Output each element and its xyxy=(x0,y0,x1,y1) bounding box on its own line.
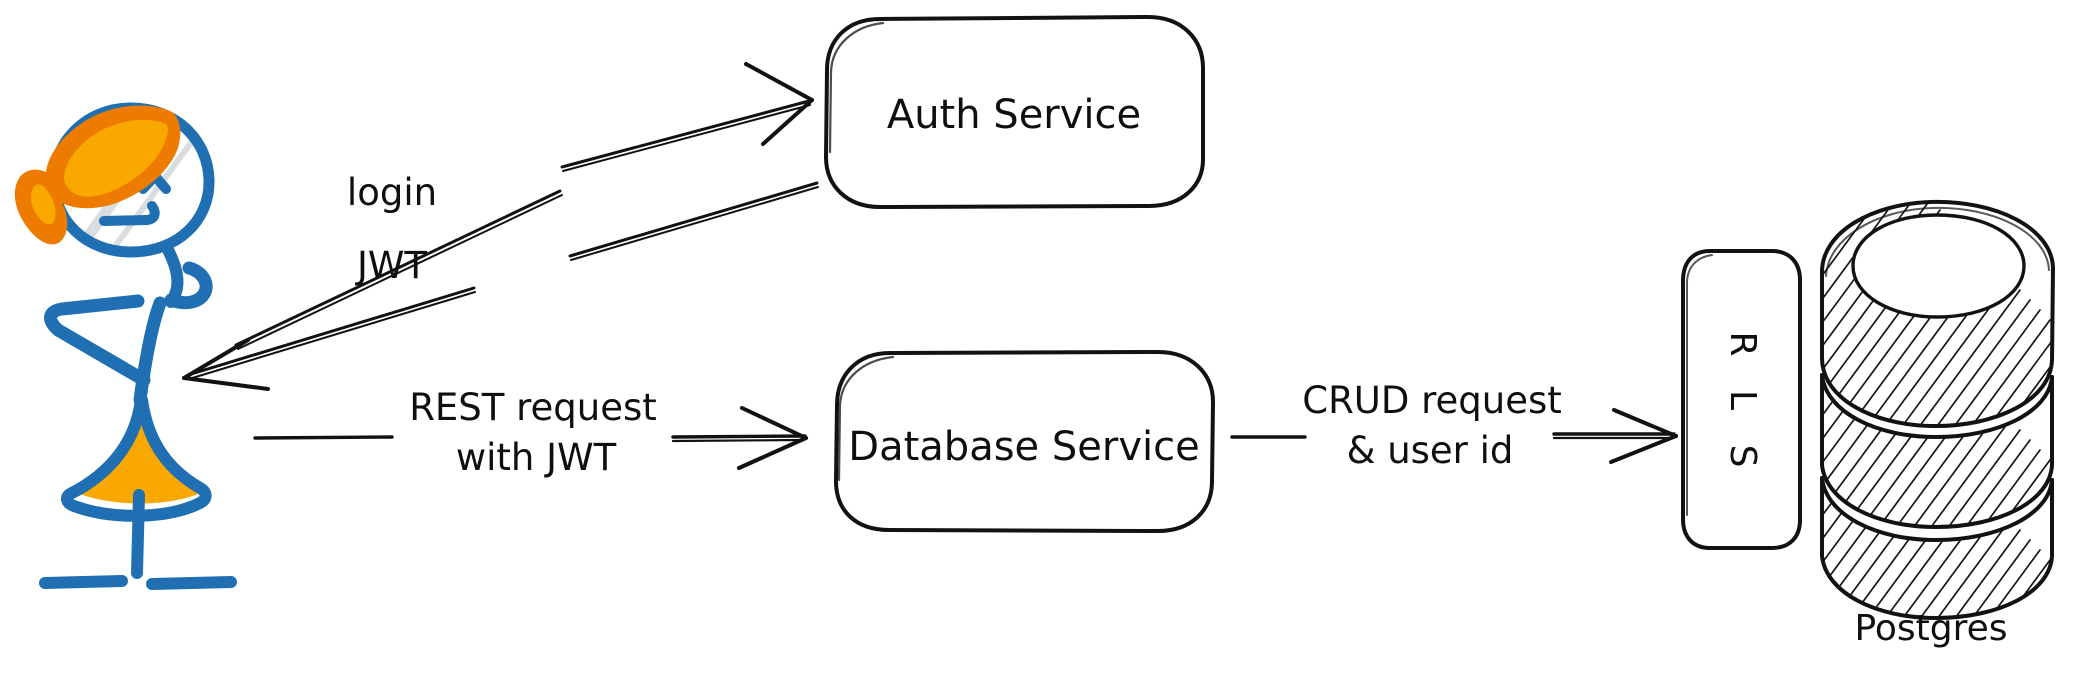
edge-jwt-label: JWT xyxy=(355,244,427,287)
edge-login-label: login xyxy=(347,171,437,214)
edge-crud-label-line1: CRUD request xyxy=(1302,379,1562,422)
mouth xyxy=(99,201,160,226)
rls-letter-r: R xyxy=(1722,331,1763,356)
postgres-disc-top-hatch xyxy=(1822,201,2053,427)
node-database-service[interactable]: Database Service xyxy=(834,350,1215,533)
database-service-label: Database Service xyxy=(848,424,1199,470)
edge-rest-request[interactable]: REST request with JWT xyxy=(253,386,808,479)
right-arm xyxy=(164,261,213,310)
left-foot xyxy=(39,575,128,589)
headscarf xyxy=(14,105,181,245)
skirt-fill xyxy=(75,402,198,504)
edge-crud-label-line2: & user id xyxy=(1347,429,1514,472)
auth-service-label: Auth Service xyxy=(887,92,1141,138)
edge-login[interactable]: login xyxy=(234,62,814,350)
leg xyxy=(131,489,145,579)
right-foot xyxy=(146,576,237,590)
spine xyxy=(133,296,167,407)
edge-rest-label-line1: REST request xyxy=(409,386,657,429)
node-auth-service[interactable]: Auth Service xyxy=(824,15,1206,209)
node-rls[interactable]: R L S xyxy=(1681,249,1802,550)
postgres-label: Postgres xyxy=(1854,608,2007,649)
edge-jwt[interactable]: JWT xyxy=(182,181,819,391)
postgres-top-face xyxy=(1853,215,2024,317)
edge-crud-request[interactable]: CRUD request & user id xyxy=(1230,379,1678,472)
edge-rest-label-line2: with JWT xyxy=(456,436,617,479)
rls-letter-s: S xyxy=(1722,445,1763,468)
left-arm xyxy=(44,294,151,387)
rls-letter-l: L xyxy=(1722,390,1763,410)
